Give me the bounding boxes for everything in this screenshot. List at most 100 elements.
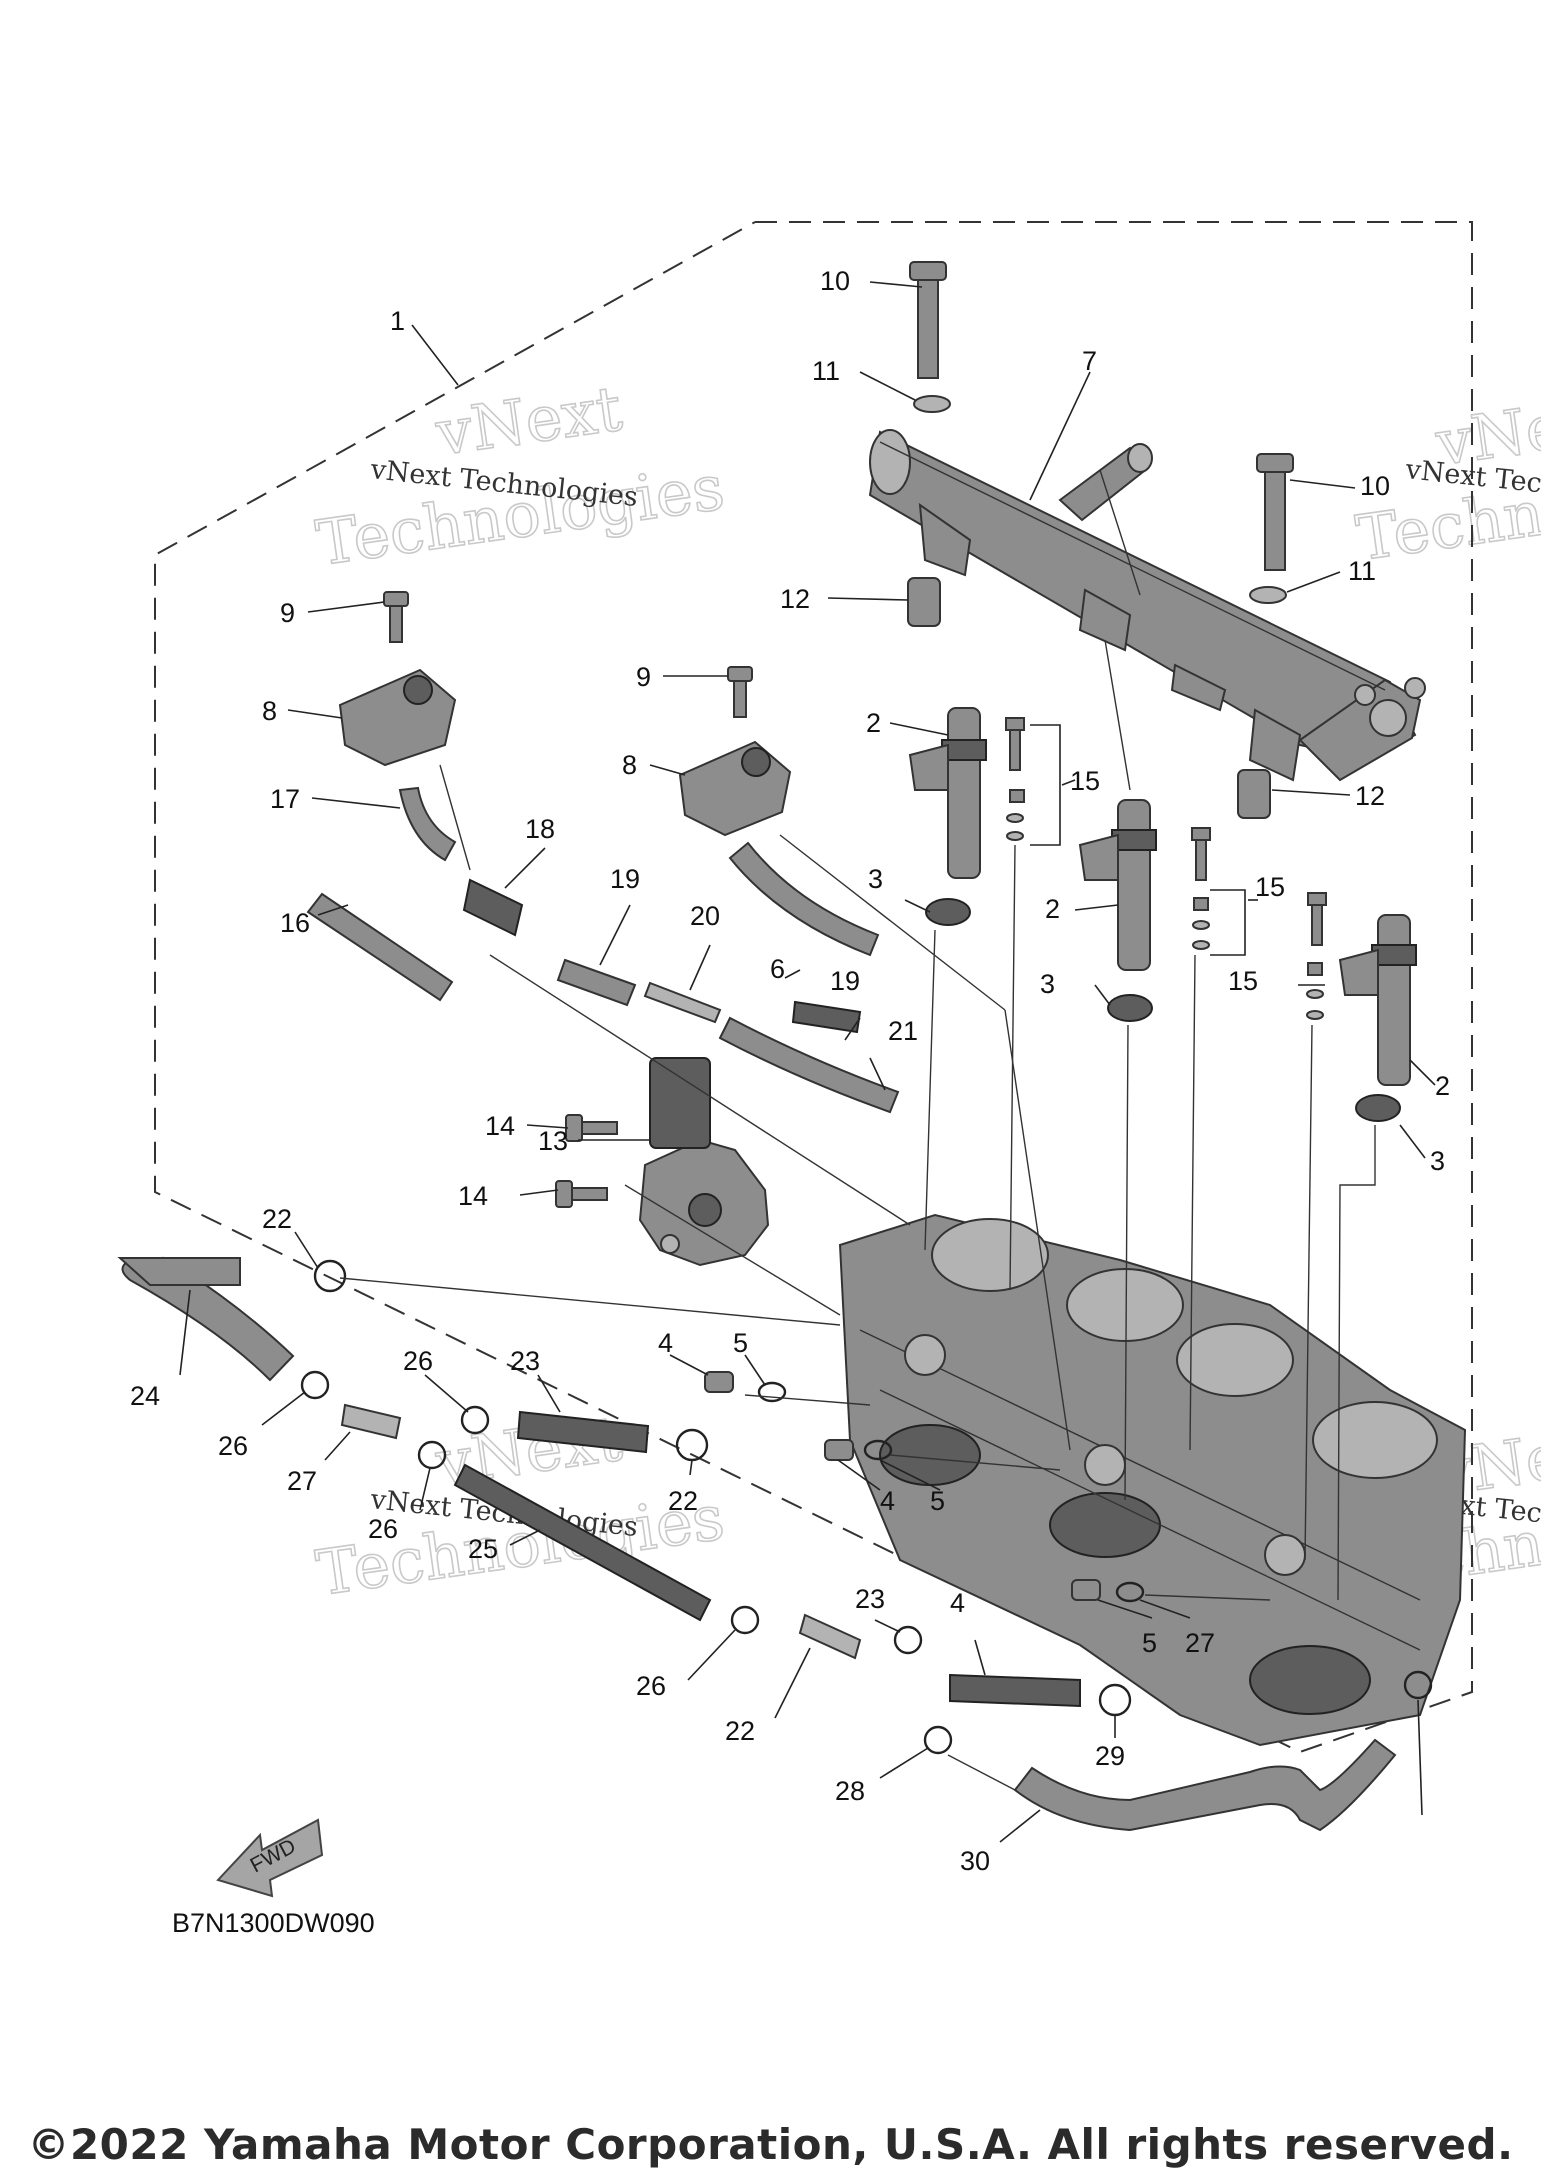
hose-6 bbox=[728, 841, 880, 957]
assembly-boundary bbox=[154, 221, 1473, 1754]
injector-2-b bbox=[1078, 799, 1157, 971]
callout-3-b: 3 bbox=[1040, 969, 1055, 999]
clip-5-c bbox=[1115, 1581, 1145, 1603]
callout-26-b: 26 bbox=[403, 1346, 433, 1376]
sensor-8-a bbox=[338, 668, 457, 767]
fuel-rail bbox=[868, 429, 1426, 782]
callout-8-a: 8 bbox=[262, 696, 277, 726]
callout-2-b: 2 bbox=[1045, 894, 1060, 924]
joint-20 bbox=[643, 981, 722, 1024]
seal-3-c bbox=[1355, 1094, 1401, 1122]
clip-30 bbox=[1403, 1670, 1433, 1700]
callout-15-c: 15 bbox=[1228, 966, 1258, 996]
callout-21: 21 bbox=[888, 1016, 918, 1046]
hose-17 bbox=[398, 786, 457, 862]
callout-5-a: 5 bbox=[733, 1328, 748, 1358]
collar-12-a bbox=[907, 577, 941, 627]
seal-3-b bbox=[1107, 994, 1153, 1022]
hose-21 bbox=[718, 1016, 900, 1114]
clip-5-a bbox=[757, 1381, 787, 1403]
cap-4-a bbox=[704, 1371, 734, 1393]
callout-2-c: 2 bbox=[1435, 1071, 1450, 1101]
callout-13: 13 bbox=[538, 1126, 568, 1156]
callout-17: 17 bbox=[270, 784, 300, 814]
callout-22-c: 29 bbox=[1095, 1741, 1125, 1771]
washer-11-b bbox=[1249, 586, 1287, 604]
collar-12-b bbox=[1237, 769, 1271, 819]
callout-7: 7 bbox=[1082, 346, 1097, 376]
copyright-notice: ©2022 Yamaha Motor Corporation, U.S.A. A… bbox=[27, 2120, 1514, 2169]
joint-18 bbox=[462, 878, 524, 937]
callout-5-c: 27 bbox=[1185, 1628, 1215, 1658]
screw-14-b bbox=[555, 1180, 608, 1208]
callout-15-a: 15 bbox=[1070, 766, 1100, 796]
clip-26-a bbox=[300, 1370, 330, 1400]
callout-22-b: 22 bbox=[668, 1486, 698, 1516]
seal-3-a bbox=[925, 898, 971, 926]
callout-20: 20 bbox=[690, 901, 720, 931]
callout-8-b: 8 bbox=[622, 750, 637, 780]
clip-26-c bbox=[417, 1440, 447, 1470]
callout-4-b: 4 bbox=[880, 1486, 895, 1516]
clip-26-e bbox=[893, 1625, 923, 1655]
callout-11-a: 11 bbox=[812, 356, 840, 386]
sensor-13 bbox=[638, 1057, 770, 1267]
screw-set-15-c bbox=[1306, 892, 1327, 1020]
bolt-10-b bbox=[1256, 453, 1294, 571]
screw-14-a bbox=[565, 1114, 618, 1142]
joint-27-a bbox=[340, 1403, 402, 1440]
clip-29 bbox=[923, 1725, 953, 1755]
screw-set-15-a bbox=[1005, 717, 1025, 841]
callout-19-a: 19 bbox=[610, 864, 640, 894]
callout-23-b: 4 bbox=[950, 1588, 965, 1618]
clip-5-b bbox=[863, 1439, 893, 1461]
joint-27-b bbox=[798, 1613, 862, 1660]
injector-2-a bbox=[908, 707, 987, 879]
bolt-10-a bbox=[909, 261, 947, 379]
callout-19-b: 19 bbox=[830, 966, 860, 996]
callout-29: 28 bbox=[835, 1776, 865, 1806]
callout-16: 16 bbox=[280, 908, 310, 938]
clip-22-c bbox=[1098, 1683, 1132, 1717]
callout-9-b: 9 bbox=[636, 662, 651, 692]
hose-23-b bbox=[949, 1673, 1081, 1708]
cap-4-c bbox=[1071, 1579, 1101, 1601]
callout-25: 25 bbox=[468, 1534, 498, 1564]
clip-26-b bbox=[460, 1405, 490, 1435]
sensor-8-b bbox=[678, 740, 792, 837]
callout-24: 24 bbox=[130, 1381, 160, 1411]
hose-19-b bbox=[791, 1000, 862, 1034]
callout-3-c: 3 bbox=[1430, 1146, 1445, 1176]
callout-9-a: 9 bbox=[280, 598, 295, 628]
callout-14-b: 14 bbox=[458, 1181, 488, 1211]
screw-set-15-b bbox=[1191, 827, 1211, 950]
callout-5-b: 5 bbox=[930, 1486, 945, 1516]
callout-15-b: 15 bbox=[1255, 872, 1285, 902]
callout-12-a: 12 bbox=[780, 584, 810, 614]
callout-27-b: 22 bbox=[725, 1716, 755, 1746]
callout-26-e: 23 bbox=[855, 1584, 885, 1614]
callout-18: 18 bbox=[525, 814, 555, 844]
callout-23-a: 23 bbox=[510, 1346, 540, 1376]
connection-lines bbox=[339, 469, 1376, 1791]
callout-11-b: 11 bbox=[1348, 556, 1376, 586]
callout-3-a: 3 bbox=[868, 864, 883, 894]
callout-4-c: 5 bbox=[1142, 1628, 1157, 1658]
clip-26-d bbox=[730, 1605, 760, 1635]
hose-19-a bbox=[556, 958, 637, 1007]
callout-1: 1 bbox=[390, 306, 405, 336]
diagram-code: B7N1300DW090 bbox=[172, 1908, 375, 1938]
leader-lines bbox=[179, 281, 1436, 1843]
callout-27-a: 27 bbox=[287, 1466, 317, 1496]
callout-22-a: 22 bbox=[262, 1204, 292, 1234]
hose-25 bbox=[453, 1463, 712, 1622]
hose-16 bbox=[306, 892, 454, 1002]
callout-26-d: 26 bbox=[636, 1671, 666, 1701]
hose-24-body bbox=[117, 1257, 241, 1286]
clip-22-a bbox=[313, 1259, 347, 1293]
callout-10-b: 10 bbox=[1360, 471, 1390, 501]
callout-2-a: 2 bbox=[866, 708, 881, 738]
callout-14-a: 14 bbox=[485, 1111, 515, 1141]
throttle-body bbox=[838, 1213, 1467, 1747]
